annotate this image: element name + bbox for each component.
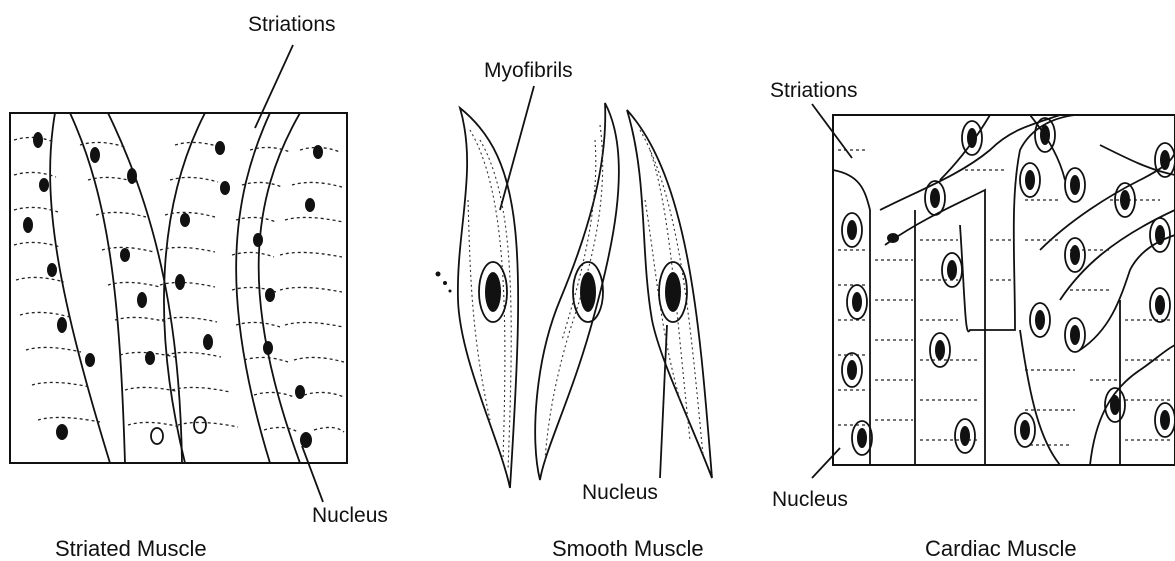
cardiac-striations-label: Striations — [770, 80, 858, 101]
smooth-myofibrils-label: Myofibrils — [484, 60, 573, 81]
smooth-muscle-caption: Smooth Muscle — [552, 538, 704, 560]
cardiac-nucleus-label: Nucleus — [772, 489, 848, 510]
smooth-muscle-panel — [436, 86, 713, 488]
cardiac-muscle-caption: Cardiac Muscle — [925, 538, 1077, 560]
striated-nucleus-label: Nucleus — [312, 505, 388, 526]
smooth-specks — [436, 272, 452, 293]
striated-muscle-caption: Striated Muscle — [55, 538, 207, 560]
striated-striations-label: Striations — [248, 14, 336, 35]
cardiac-muscle-panel — [812, 104, 1175, 478]
striated-muscle-panel — [10, 45, 347, 502]
smooth-nucleus-label: Nucleus — [582, 482, 658, 503]
